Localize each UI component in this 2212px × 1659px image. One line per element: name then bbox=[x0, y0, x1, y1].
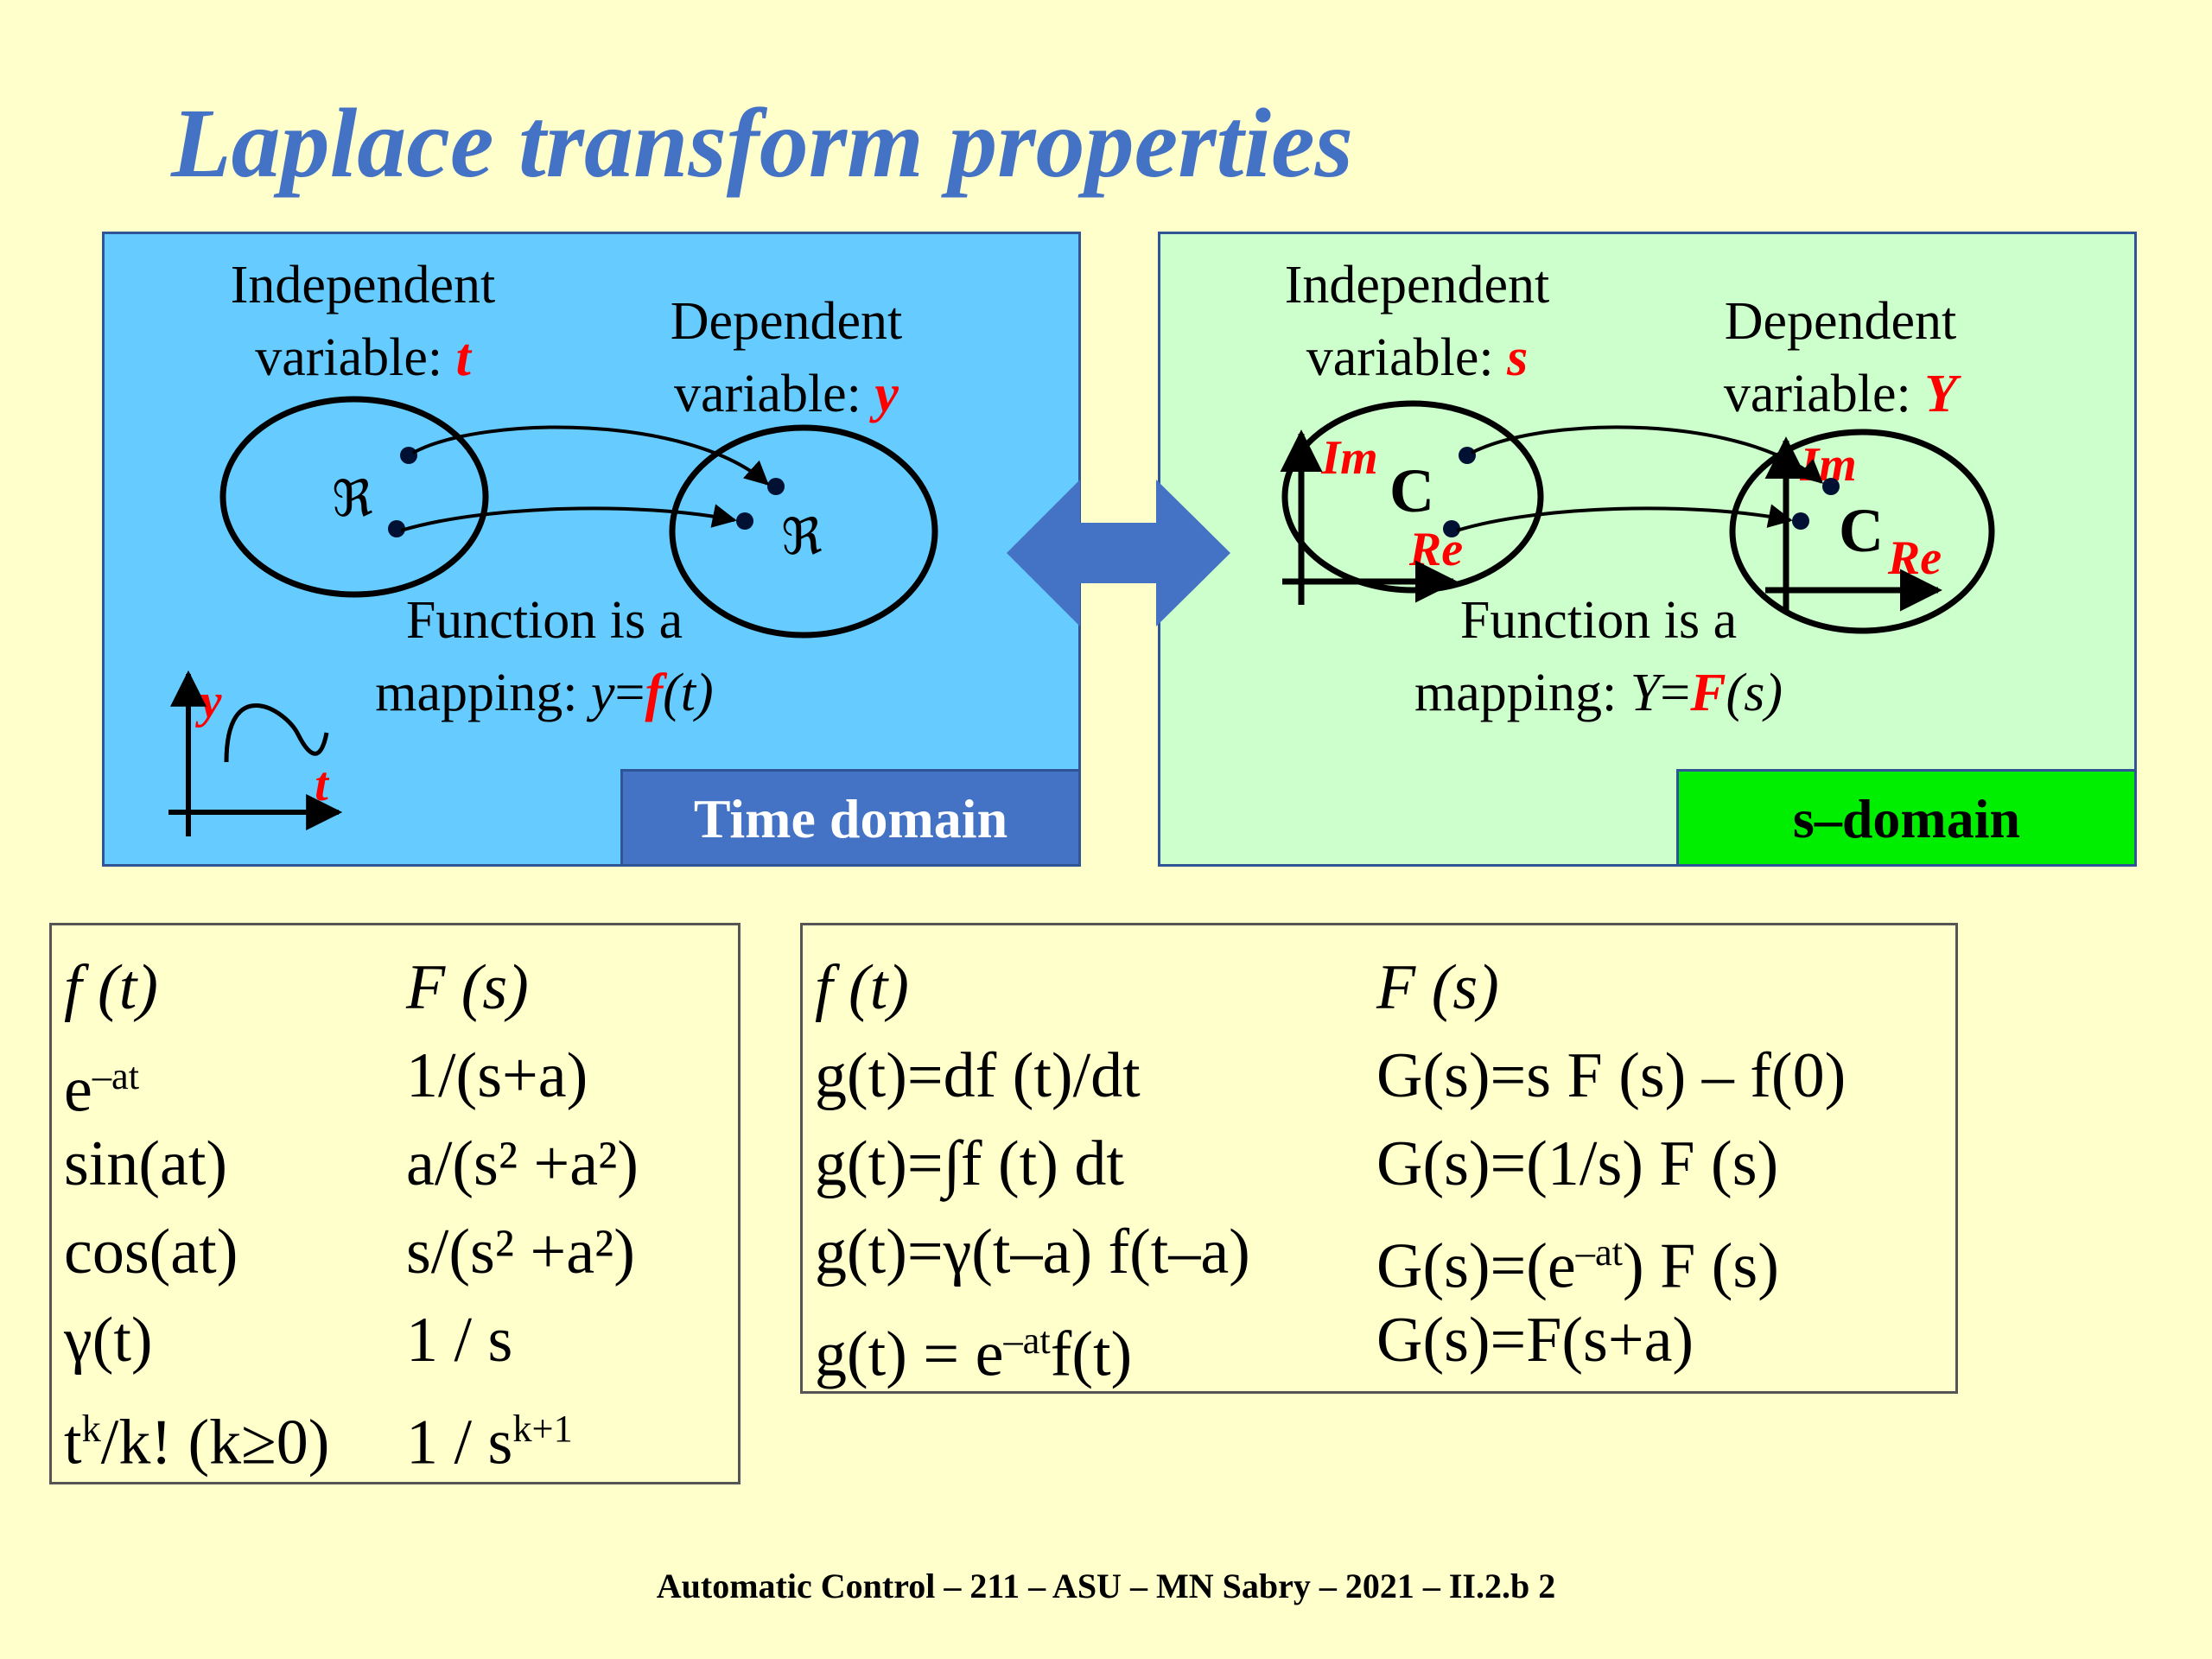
time-function-cell: g(t)=df (t)/dt bbox=[815, 1040, 1141, 1111]
table-header-F: F (s) bbox=[406, 952, 529, 1023]
set-symbol-right: ℜ bbox=[781, 509, 823, 565]
time-function-cell: cos(at) bbox=[64, 1217, 238, 1287]
mapping-arrow bbox=[400, 504, 737, 532]
im-label-left: Im bbox=[1321, 431, 1378, 485]
s-function-cell: G(s)=(e–at) F (s) bbox=[1376, 1230, 1779, 1302]
time-function-cell: g(t)=γ(t–a) f(t–a) bbox=[815, 1217, 1250, 1287]
s-dependent-label: Dependent variable: Y bbox=[1723, 292, 1958, 423]
transform-properties-table: f (t) F (s) g(t)=df (t)/dt G(s)=s F (s) –… bbox=[800, 923, 1958, 1394]
time-function-cell: sin(at) bbox=[64, 1128, 228, 1199]
s-plane-ellipse-right bbox=[1729, 429, 1995, 634]
time-function-cell: g(t) = e–atf(t) bbox=[815, 1319, 1133, 1390]
set-symbol-left: ℜ bbox=[332, 471, 373, 527]
point bbox=[1822, 478, 1840, 495]
s-function-cell: 1/(s+a) bbox=[406, 1040, 588, 1111]
slide-footer: Automatic Control – 211 – ASU – MN Sabry… bbox=[656, 1567, 1556, 1605]
time-function-cell: tk/k! (k≥0) bbox=[64, 1407, 330, 1478]
point bbox=[400, 447, 417, 464]
s-domain-panel bbox=[1158, 232, 2137, 867]
time-dependent-label: Dependent variable: y bbox=[670, 292, 903, 423]
s-function-cell: G(s)=F(s+a) bbox=[1376, 1305, 1694, 1376]
table-header-F: F (s) bbox=[1376, 952, 1499, 1023]
complex-symbol-left: C bbox=[1389, 456, 1434, 525]
range-set-ellipse bbox=[669, 424, 938, 639]
time-function-cell: γ(t) bbox=[64, 1305, 153, 1376]
table-header-f: f (t) bbox=[64, 952, 158, 1023]
s-function-cell: G(s)=s F (s) – f(0) bbox=[1376, 1040, 1847, 1111]
s-plane-ellipse-left bbox=[1281, 400, 1544, 594]
s-function-cell: 1 / sk+1 bbox=[406, 1407, 573, 1478]
point bbox=[388, 520, 405, 537]
point bbox=[1792, 512, 1809, 530]
mapping-arrow bbox=[1456, 504, 1793, 532]
point bbox=[736, 512, 753, 530]
mini-plot-icon bbox=[168, 670, 343, 836]
time-domain-panel bbox=[102, 232, 1081, 867]
s-function-cell: G(s)=(1/s) F (s) bbox=[1376, 1128, 1779, 1199]
point bbox=[1443, 520, 1460, 537]
s-domain-tag: s–domain bbox=[1676, 769, 2137, 867]
time-domain-tag: Time domain bbox=[620, 769, 1081, 867]
time-function-cell: g(t)=∫f (t) dt bbox=[815, 1128, 1124, 1199]
domain-set-ellipse bbox=[219, 396, 489, 598]
transform-pairs-table: f (t) F (s) e–at 1/(s+a) sin(at) a/(s² +a²)… bbox=[49, 923, 741, 1484]
time-function-cell: e–at bbox=[64, 1054, 140, 1126]
mapping-arrow bbox=[412, 425, 770, 486]
s-independent-label: Independent variable: s bbox=[1284, 256, 1550, 387]
complex-symbol-right: C bbox=[1839, 496, 1884, 565]
table-header-f: f (t) bbox=[815, 952, 909, 1023]
time-function-label: Function is a mapping: y=f(t) bbox=[375, 591, 714, 722]
mapping-arrow bbox=[1471, 425, 1824, 484]
s-function-cell: s/(s² +a²) bbox=[406, 1217, 635, 1287]
s-function-cell: a/(s² +a²) bbox=[406, 1128, 639, 1199]
page-title: Laplace transform properties bbox=[171, 88, 1353, 198]
point bbox=[767, 478, 785, 495]
point bbox=[1459, 447, 1476, 464]
double-arrow-icon bbox=[1007, 480, 1230, 626]
time-independent-label: Independent variable: t bbox=[230, 256, 496, 387]
s-function-cell: 1 / s bbox=[406, 1305, 513, 1376]
s-function-label: Function is a mapping: Y=F(s) bbox=[1414, 591, 1783, 722]
